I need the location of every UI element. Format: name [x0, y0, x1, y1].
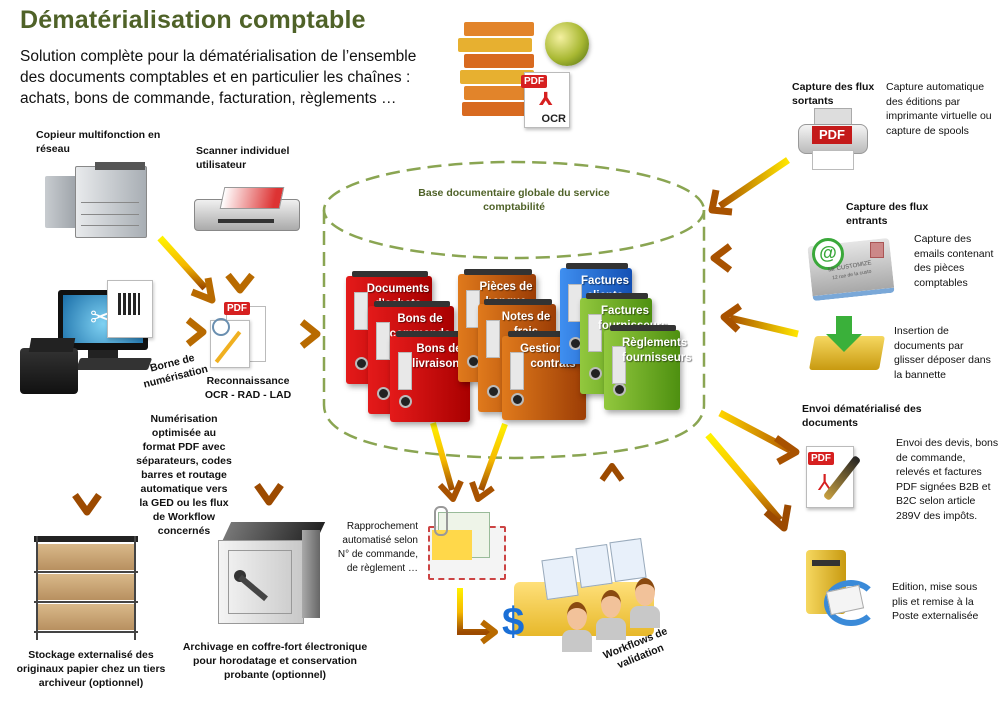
- pdf-label: PDF: [808, 452, 834, 465]
- email-capture-desc: Capture des emails contenant des pièces …: [914, 233, 994, 289]
- arrow-ocr-to-database: [270, 319, 321, 349]
- dragdrop-desc: Insertion de documents par glisser dépos…: [894, 325, 991, 381]
- globe-icon: [545, 22, 589, 66]
- email-envelope-icon: @ Mr CUSTOMIZE 12 rue de la custo: [807, 237, 895, 302]
- signed-pdf-desc: Envoi des devis, bons de commande, relev…: [896, 437, 999, 522]
- ocr-document-icon: PDF: [208, 302, 268, 368]
- page-title: Dématérialisation comptable: [20, 6, 366, 34]
- paperclip-icon: [434, 506, 448, 536]
- scanner-label: Scanner individuel utilisateur: [196, 145, 290, 171]
- person-icon: [630, 578, 660, 628]
- acrobat-icon: ⅄: [539, 89, 553, 109]
- pdf-ocr-icon: PDF ⅄ OCR: [521, 72, 570, 128]
- arrow-database-to-signed-pdf: [718, 409, 800, 466]
- copier-label: Copieur multifonction en réseau: [36, 129, 161, 155]
- arrow-kiosk-to-storage: [72, 406, 102, 516]
- arrow-ocr-to-vault: [254, 420, 284, 506]
- pdf-label: PDF: [812, 126, 852, 144]
- magnifier-icon: [212, 318, 230, 336]
- scanner-icon: [194, 185, 300, 231]
- refresh-arrows-icon: [824, 580, 878, 626]
- inbox-tray-icon: [809, 316, 885, 372]
- binder-bons-livraisons[interactable]: Bons de livraisons: [390, 331, 470, 422]
- outgoing-capture-desc: Capture automatique des éditions par imp…: [886, 81, 992, 137]
- mailbox-icon: [806, 550, 878, 626]
- person-icon: [596, 590, 626, 640]
- binder-label: Règlements fournisseurs: [622, 337, 692, 364]
- arrow-scanner-to-ocr: [225, 240, 255, 294]
- arrow-database-to-matching-1: [430, 422, 464, 502]
- binder-label: Bons de livraisons: [412, 343, 466, 370]
- binder-reglements-fournisseurs[interactable]: Règlements fournisseurs: [604, 325, 692, 410]
- document-scanner-icon: [20, 338, 82, 396]
- scissors-icon: ✂: [90, 302, 112, 332]
- pdf-label: PDF: [521, 75, 547, 88]
- at-icon: @: [812, 238, 844, 270]
- copier-icon: [45, 162, 150, 238]
- sending-title: Envoi dématérialisé des documents: [802, 403, 922, 429]
- arrow-database-to-matching-2: [469, 422, 508, 502]
- arrow-copier-to-ocr: [157, 235, 216, 304]
- signed-pdf-icon: PDF ⅄: [806, 446, 872, 510]
- safe-vault-icon: [218, 522, 326, 624]
- envelope-paperclip-icon: [428, 506, 506, 580]
- shelving-boxes-icon: [34, 536, 138, 640]
- arrow-workflow-to-database: [599, 463, 625, 530]
- arrow-tray-to-database: [720, 303, 799, 338]
- storage-label: Stockage externalisé des originaux papie…: [16, 649, 166, 689]
- vault-label: Archivage en coffre-fort électronique po…: [182, 641, 368, 681]
- database-cylinder: [322, 160, 706, 460]
- pdf-printer-icon: PDF: [798, 108, 870, 170]
- outgoing-capture-title: Capture des flux sortants: [792, 81, 875, 107]
- arrow-database-to-postal: [705, 432, 792, 532]
- dollar-icon: $: [502, 600, 525, 644]
- binders-stack-icon: [458, 18, 543, 118]
- arrow-printer-to-database: [708, 157, 790, 216]
- ocr-label: OCR: [541, 113, 566, 125]
- arrow-matching-to-workflow: [457, 588, 498, 645]
- qr-document-icon: [107, 280, 153, 338]
- scan-note: Numérisation optimisée au format PDF ave…: [136, 413, 232, 537]
- intro-text: Solution complète pour la dématérialisat…: [20, 48, 417, 107]
- workflow-validation-icon: $: [500, 537, 670, 660]
- arrow-email-to-database: [710, 243, 790, 273]
- stamp-icon: [870, 242, 884, 258]
- incoming-capture-title: Capture des flux entrants: [846, 201, 929, 227]
- person-icon: [562, 602, 592, 652]
- postal-desc: Edition, mise sous plis et remise à la P…: [892, 581, 979, 622]
- matching-text: Rapprochement automatisé selon N° de com…: [337, 521, 418, 574]
- pdf-label: PDF: [224, 302, 250, 315]
- arrow-kiosk-to-ocr: [150, 317, 207, 347]
- recognition-label: Reconnaissance OCR - RAD - LAD: [204, 375, 292, 401]
- database-title: Base documentaire globale du service com…: [418, 187, 610, 213]
